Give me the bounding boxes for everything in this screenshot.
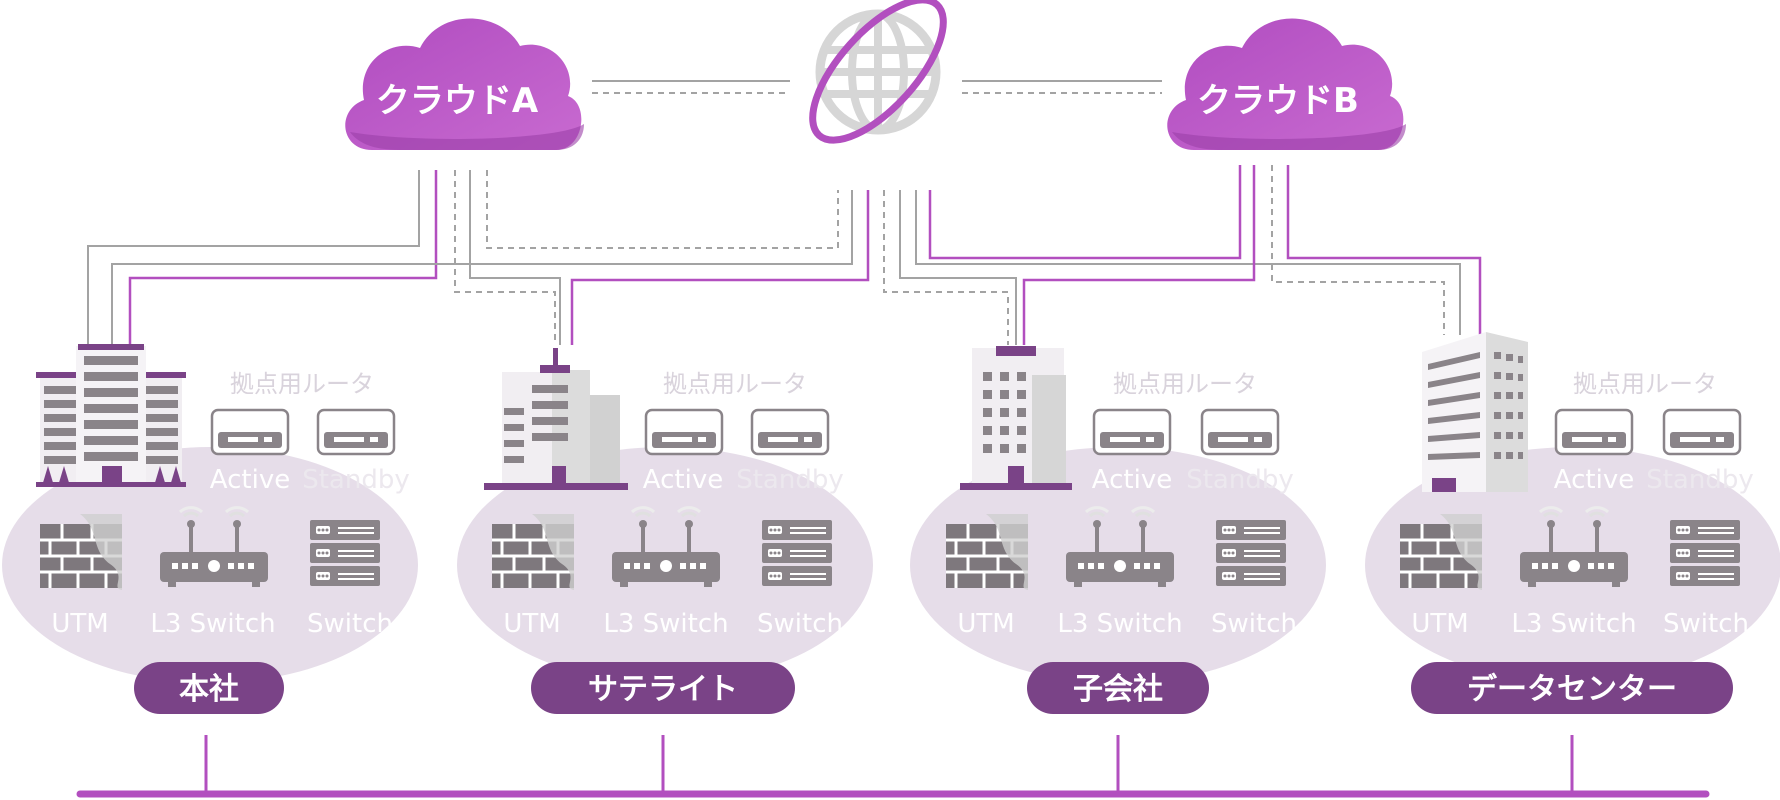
- router-standby-icon: [750, 408, 830, 456]
- router-active-icon: [644, 408, 724, 456]
- router-active-icon: [1092, 408, 1172, 456]
- cloud-icon: [1167, 18, 1404, 150]
- site-router-label: 拠点用ルータ: [1573, 370, 1717, 398]
- site-router-label: 拠点用ルータ: [663, 370, 807, 398]
- site-name-pill-hq: 本社: [134, 662, 284, 714]
- utm-label: UTM: [1411, 609, 1468, 639]
- l3-switch-label: L3 Switch: [150, 609, 275, 639]
- router-standby-label: Standby: [1186, 465, 1294, 495]
- utm-label: UTM: [503, 609, 560, 639]
- site-name-pill-datacenter: データセンター: [1411, 662, 1733, 714]
- utm-icon: [944, 512, 1030, 592]
- cloud-b-label: クラウドB: [1197, 81, 1359, 121]
- connection-lines: [87, 80, 1482, 345]
- cloud-b: クラウドB: [1167, 18, 1406, 150]
- cloud-icon: [345, 18, 582, 150]
- router-active-label: Active: [643, 465, 723, 495]
- switch-icon: [1669, 519, 1741, 587]
- cloud-a-label: クラウドA: [376, 81, 539, 121]
- utm-label: UTM: [51, 609, 108, 639]
- router-active-label: Active: [1092, 465, 1172, 495]
- datacenter-building-icon: [1422, 332, 1528, 492]
- site-name: 本社: [179, 672, 239, 707]
- utm-label: UTM: [957, 609, 1014, 639]
- site-name: サテライト: [588, 672, 738, 707]
- router-standby-label: Standby: [302, 465, 410, 495]
- router-active-icon: [210, 408, 290, 456]
- switch-icon: [1215, 519, 1287, 587]
- router-active-label: Active: [210, 465, 290, 495]
- backbone-line: [76, 735, 1710, 798]
- site-name: データセンター: [1467, 672, 1677, 707]
- site-router-label: 拠点用ルータ: [1113, 370, 1257, 398]
- site-router-label: 拠点用ルータ: [230, 370, 374, 398]
- router-active-icon: [1554, 408, 1634, 456]
- site-name-pill-subsidiary: 子会社: [1027, 662, 1209, 714]
- router-standby-icon: [1662, 408, 1742, 456]
- l3-switch-label: L3 Switch: [603, 609, 728, 639]
- site-satellite: 拠点用ルータ Active Standby UTM L3 Switch Swit…: [490, 370, 844, 639]
- switch-icon: [309, 519, 381, 587]
- l3-switch-label: L3 Switch: [1511, 609, 1636, 639]
- router-standby-label: Standby: [1646, 465, 1754, 495]
- switch-icon: [761, 519, 833, 587]
- utm-icon: [1398, 512, 1484, 592]
- router-standby-label: Standby: [736, 465, 844, 495]
- cloud-a: クラウドA: [345, 18, 584, 150]
- switch-label: Switch: [1211, 609, 1297, 639]
- switch-label: Switch: [757, 609, 843, 639]
- satellite-building-icon: [484, 348, 628, 490]
- site-name-pill-satellite: サテライト: [531, 662, 795, 714]
- subsidiary-building-icon: [960, 346, 1072, 490]
- switch-label: Switch: [1663, 609, 1749, 639]
- utm-icon: [490, 512, 576, 592]
- site-subsidiary: 拠点用ルータ Active Standby UTM L3 Switch Swit…: [944, 370, 1297, 639]
- hq-building-icon: [36, 344, 186, 487]
- internet-globe-icon: [809, 0, 947, 144]
- l3-switch-label: L3 Switch: [1057, 609, 1182, 639]
- utm-icon: [38, 512, 124, 592]
- site-hq: 拠点用ルータ Active Standby UTM L3 Switch Swit…: [38, 370, 410, 639]
- router-active-label: Active: [1554, 465, 1634, 495]
- site-datacenter: 拠点用ルータ Active Standby UTM L3 Switch Swit…: [1398, 370, 1754, 639]
- router-standby-icon: [1200, 408, 1280, 456]
- switch-label: Switch: [307, 609, 393, 639]
- router-standby-icon: [316, 408, 396, 456]
- site-name: 子会社: [1073, 672, 1163, 707]
